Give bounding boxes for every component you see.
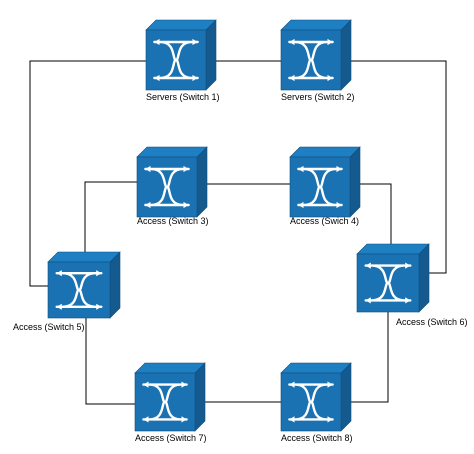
network-switch-icon — [144, 165, 190, 209]
switch-2-label: Servers (Switch 2) — [281, 92, 355, 102]
switch-1-node[interactable] — [145, 19, 217, 91]
switch-5-label: Access (Switch 5) — [13, 322, 85, 332]
switch-4-label: Access (Swich 4) — [290, 216, 360, 226]
switch-2-node[interactable] — [280, 19, 352, 91]
switch-4-node[interactable] — [289, 146, 361, 218]
switch-1-label: Servers (Switch 1) — [146, 92, 220, 102]
switch-7-node[interactable] — [134, 362, 206, 432]
link-switch-6-switch-8 — [351, 312, 389, 403]
network-switch-icon — [288, 381, 334, 423]
network-switch-icon — [55, 270, 103, 310]
network-switch-icon — [288, 38, 334, 82]
link-switch-4-switch-6 — [360, 183, 392, 254]
switch-7-label: Access (Switch 7) — [135, 433, 207, 443]
network-switch-icon — [297, 165, 343, 209]
link-switch-1-switch-5 — [29, 60, 146, 287]
network-switch-icon — [364, 262, 412, 304]
links-layer — [29, 60, 447, 405]
nodes-layer — [47, 19, 430, 432]
link-switch-5-switch-7 — [85, 318, 135, 405]
switch-3-label: Access (Switch 3) — [137, 216, 209, 226]
link-switch-2-switch-6 — [351, 60, 447, 274]
switch-8-label: Access (Switch 8) — [281, 433, 353, 443]
network-switch-icon — [153, 38, 199, 82]
switch-5-node[interactable] — [47, 251, 121, 319]
network-switch-icon — [142, 381, 188, 423]
switch-6-node[interactable] — [356, 243, 430, 313]
switch-8-node[interactable] — [280, 362, 352, 432]
switch-3-node[interactable] — [136, 146, 208, 218]
link-switch-3-switch-5 — [84, 181, 137, 252]
switch-6-label: Access (Switch 6) — [396, 317, 468, 327]
